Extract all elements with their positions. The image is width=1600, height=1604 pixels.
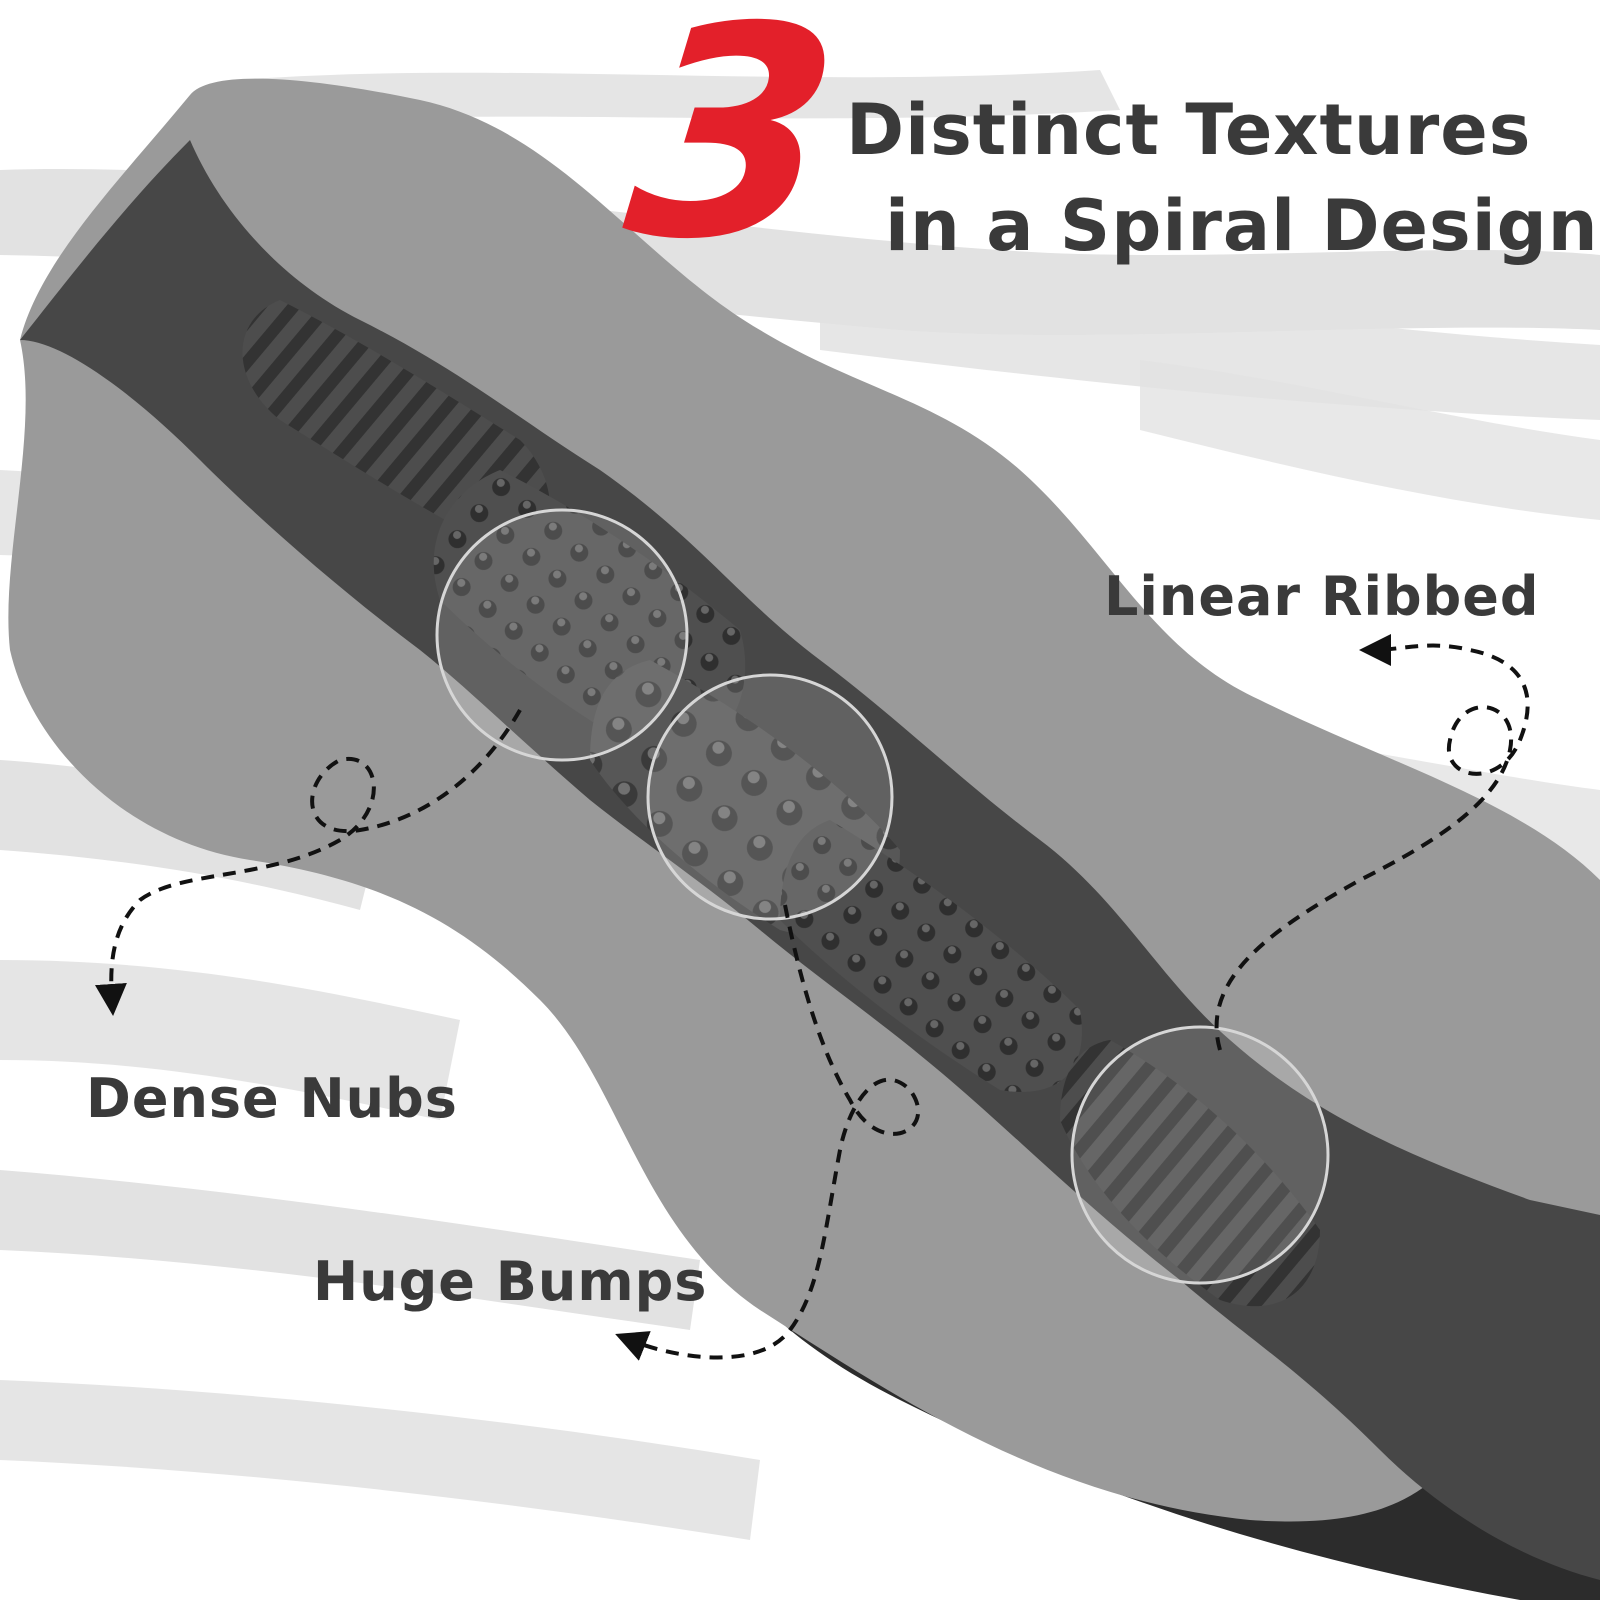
magnifier-dense-nubs bbox=[435, 508, 689, 762]
magnifier-circles bbox=[435, 508, 1330, 1285]
headline-line-2: in a Spiral Design bbox=[885, 185, 1599, 267]
magnifier-linear-ribbed bbox=[1070, 1025, 1330, 1285]
callout-line-huge-bumps bbox=[615, 904, 921, 1361]
magnifier-huge-bumps bbox=[646, 673, 894, 921]
callout-line-linear-ribbed bbox=[1214, 633, 1530, 1051]
headline-number: 3 bbox=[614, 0, 844, 303]
callout-label-dense-nubs: Dense Nubs bbox=[86, 1067, 458, 1130]
dense-nubs-zone-2 bbox=[780, 820, 1082, 1092]
callout-lines bbox=[94, 633, 1530, 1361]
callout-line-dense-nubs bbox=[94, 709, 522, 1016]
headline-line-1: Distinct Textures bbox=[846, 89, 1532, 171]
callout-label-linear-ribbed: Linear Ribbed bbox=[1104, 565, 1540, 628]
callout-label-huge-bumps: Huge Bumps bbox=[313, 1250, 708, 1313]
linear-ribbed-zone-2 bbox=[1060, 1040, 1320, 1307]
